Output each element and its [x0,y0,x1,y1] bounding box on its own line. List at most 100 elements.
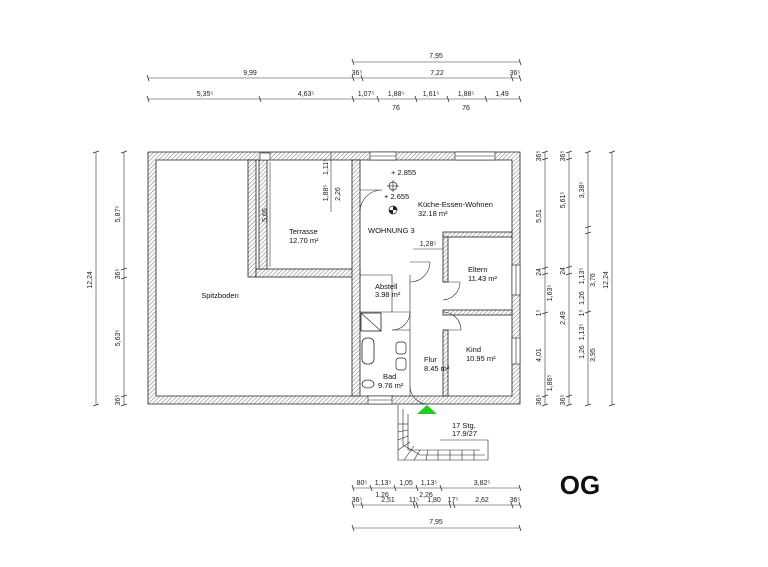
dim-top-row2-d: 36⁵ [510,70,521,77]
room-terrasse-name: Terrasse [289,227,318,236]
sink-2 [395,357,407,371]
dim-bottom-row2-e: 17⁵ [448,497,459,504]
dim-right-d-2: 1,26 [579,291,586,305]
dim-terrace-h2: 1,88⁵ [323,185,330,202]
dim-right-a-1: 5,51 [536,209,543,223]
bottom-dimensions: 80⁵ 1,13⁵ 1,05 1,13⁵ 3,82⁵ 1,26 2,26 36⁵… [351,480,522,532]
dim-right-a-0: 36⁵ [536,151,543,162]
interior-dimensions: 5,65 1,11⁵ 1,88⁵ 2,26 1,28⁵ [262,152,443,267]
right-dimensions: 36⁵ 5,51 24 1⁵ 4,01 36⁵ 1,63⁵ 1,86⁵ 36⁵ … [536,151,616,407]
room-kueche-area: 32.18 m² [418,209,448,218]
dim-right-d-1: 1,13⁵ [579,268,586,285]
dim-right-a-5: 36⁵ [536,395,543,406]
dim-bottom-row2-f: 2,62 [475,497,489,504]
room-eltern-area: 11.43 m² [468,274,498,283]
room-kind-name: Kind [466,345,481,354]
dim-right-c-1: 5,61⁵ [560,192,567,209]
dim-top-row3-b: 4,63⁵ [298,91,315,98]
left-dimensions: 12,24 5,87⁵ 36⁵ 5,63⁵ 36⁵ [87,150,128,407]
dim-left-inner-c: 5,63⁵ [115,330,122,347]
dim-left-inner-a: 5,87⁵ [115,206,122,223]
dim-bottom-row1-c: 1,05 [399,480,413,487]
dim-right-c-3: 2,49 [560,311,567,325]
dim-right-c-2: 24 [560,267,567,275]
dim-right-a-4: 4,01 [536,348,543,362]
dim-bottom-row1-sub-a: 1,26 [375,492,389,499]
level-lower: + 2.655 [384,192,409,201]
room-bad-name: Bad [383,372,396,381]
dim-right-b-0: 1,63⁵ [547,285,554,302]
dim-bottom-overall: 7,95 [429,519,443,526]
dim-right-d-3: 1⁵ [579,310,586,317]
room-flur-name: Flur [424,355,437,364]
dim-right-d-5: 1,26 [579,345,586,359]
room-kind-area: 10.95 m² [466,354,496,363]
dim-bottom-row2-c: 11⁵ [409,497,419,504]
entrance-marker [417,405,437,414]
dim-right-a-3: 1⁵ [536,310,543,317]
dim-top-row3-d: 1,88⁵ [388,91,405,98]
stairs: 17 Stg. 17.9/27 [397,405,489,461]
dim-top-row3-c: 1,07⁵ [358,91,375,98]
dim-hall: 1,28⁵ [420,241,437,248]
dim-bottom-row1-sub-b: 2,26 [419,492,433,499]
dim-left-overall: 12,24 [87,271,94,289]
dim-terrace-h1: 1,11⁵ [323,159,330,175]
dim-right-e-1: 3,95 [590,348,597,362]
toilet [361,379,375,389]
bathtub [361,337,375,365]
dim-right-c-4: 36⁵ [560,395,567,406]
dim-top-row3-sub-b: 76 [462,105,470,112]
bathroom-fixtures [360,312,407,389]
room-labels: Spitzboden Terrasse 12.70 m² Küche-Essen… [201,168,497,390]
dim-bottom-row1-d: 1,13⁵ [421,480,438,487]
dim-top-row3-f: 1,88⁵ [458,91,475,98]
dim-right-overall: 12,24 [603,271,610,289]
floor-label: OG [560,470,600,500]
top-dimensions: 7,95 9,99 36⁵ 7,22 36⁵ 5,35⁵ 4,63⁵ 1,07⁵… [146,53,522,112]
level-markers [387,180,399,215]
walls [147,151,521,405]
dim-top-row2-c: 7,22 [430,70,444,77]
dim-terrace-h3: 2,26 [335,187,342,201]
stairs-steps: 17 Stg. [452,421,476,430]
dim-right-d-0: 3,38⁵ [579,182,586,199]
dim-right-d-4: 1,13⁵ [579,324,586,341]
dim-bottom-row2-g: 36⁵ [510,497,521,504]
windows [259,151,521,405]
room-spitzboden-name: Spitzboden [201,291,239,300]
dim-top-row3-a: 5,35⁵ [197,91,214,98]
dim-top-overall: 7,95 [429,53,443,60]
dim-top-row2-b: 36⁵ [352,70,363,77]
dim-top-row3-e: 1,61⁵ [423,91,440,98]
dim-bottom-row1-e: 3,82⁵ [474,480,491,487]
dim-bottom-row2-d: 1,80 [427,497,441,504]
dim-right-a-2: 24 [536,268,543,276]
sink-1 [395,341,407,355]
dim-top-row3-g: 1,49 [495,91,509,98]
stairs-ratio: 17.9/27 [452,429,477,438]
room-terrasse-area: 12.70 m² [289,236,319,245]
dim-left-inner-b: 36⁵ [115,269,122,280]
dim-bottom-row2-b: 2,51 [381,497,395,504]
dim-top-row2-a: 9,99 [243,70,257,77]
dim-bottom-row2-a: 36⁵ [352,497,363,504]
dim-left-inner-d: 36⁵ [115,395,122,406]
room-flur-area: 8.45 m² [424,364,450,373]
dim-right-e-0: 3,76 [590,273,597,287]
room-abstell-name: Abstell [375,282,398,291]
dim-top-row3-sub-a: 76 [392,105,400,112]
level-upper: + 2.855 [391,168,416,177]
dim-right-c-0: 36⁵ [560,151,567,162]
room-abstell-area: 3.98 m² [375,290,401,299]
room-kueche-name: Küche-Essen-Wohnen [418,200,493,209]
dim-right-b-1: 1,86⁵ [547,375,554,392]
room-bad-area: 9.76 m² [378,381,404,390]
room-eltern-name: Eltern [468,265,488,274]
dim-bottom-row1-b: 1,13⁵ [375,480,392,487]
doors [359,189,462,405]
room-wohnung-name: WOHNUNG 3 [368,226,415,235]
dim-bottom-row1-a: 80⁵ [357,480,368,487]
dim-terrace-width: 5,65 [262,208,269,222]
